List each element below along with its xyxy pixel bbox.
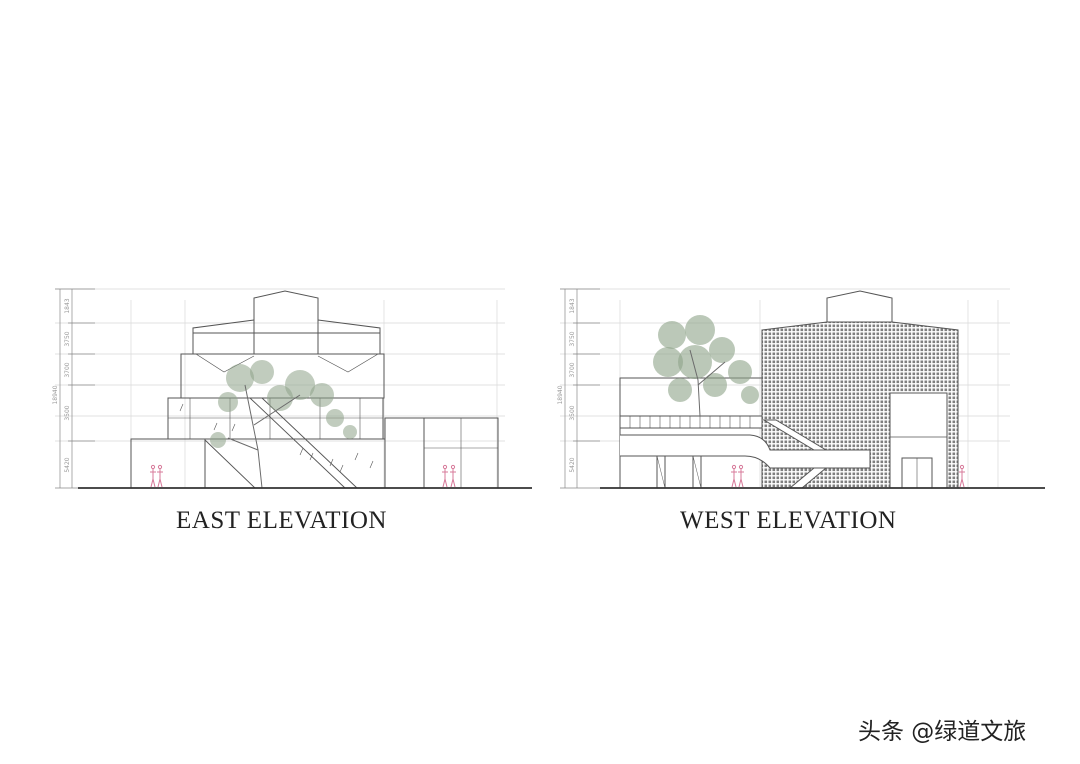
east-dimension-chain: [55, 288, 95, 489]
east-dim-seg-1: 5420: [64, 457, 71, 472]
west-dim-seg-3: 3700: [569, 362, 576, 377]
west-elevation-caption: WEST ELEVATION: [680, 507, 897, 534]
west-dim-seg-2: 3500: [569, 405, 576, 420]
west-tree-illustration: [653, 315, 759, 404]
east-dim-seg-5: 1843: [64, 298, 71, 313]
east-elevation-drawing: 18940 5420 3500 3700 3750 1843: [52, 288, 532, 489]
east-dim-total: 18940: [52, 385, 59, 404]
west-dim-seg-5: 1843: [569, 298, 576, 313]
west-elevation-drawing: 18940 5420 3500 3700 3750 1843: [557, 288, 1045, 489]
west-dim-total: 18940: [557, 385, 564, 404]
west-dimension-chain: [560, 288, 600, 489]
watermark: 头条 @绿道文旅: [858, 719, 1027, 745]
east-dim-seg-2: 3500: [64, 405, 71, 420]
east-elevation-caption: EAST ELEVATION: [176, 507, 387, 534]
east-dim-seg-4: 3750: [64, 331, 71, 346]
east-human-figures: [150, 464, 456, 488]
west-dim-seg-4: 3750: [569, 331, 576, 346]
east-tree-illustration: [210, 360, 357, 448]
east-dim-seg-3: 3700: [64, 362, 71, 377]
west-human-figures: [731, 464, 965, 488]
west-dim-seg-1: 5420: [569, 457, 576, 472]
